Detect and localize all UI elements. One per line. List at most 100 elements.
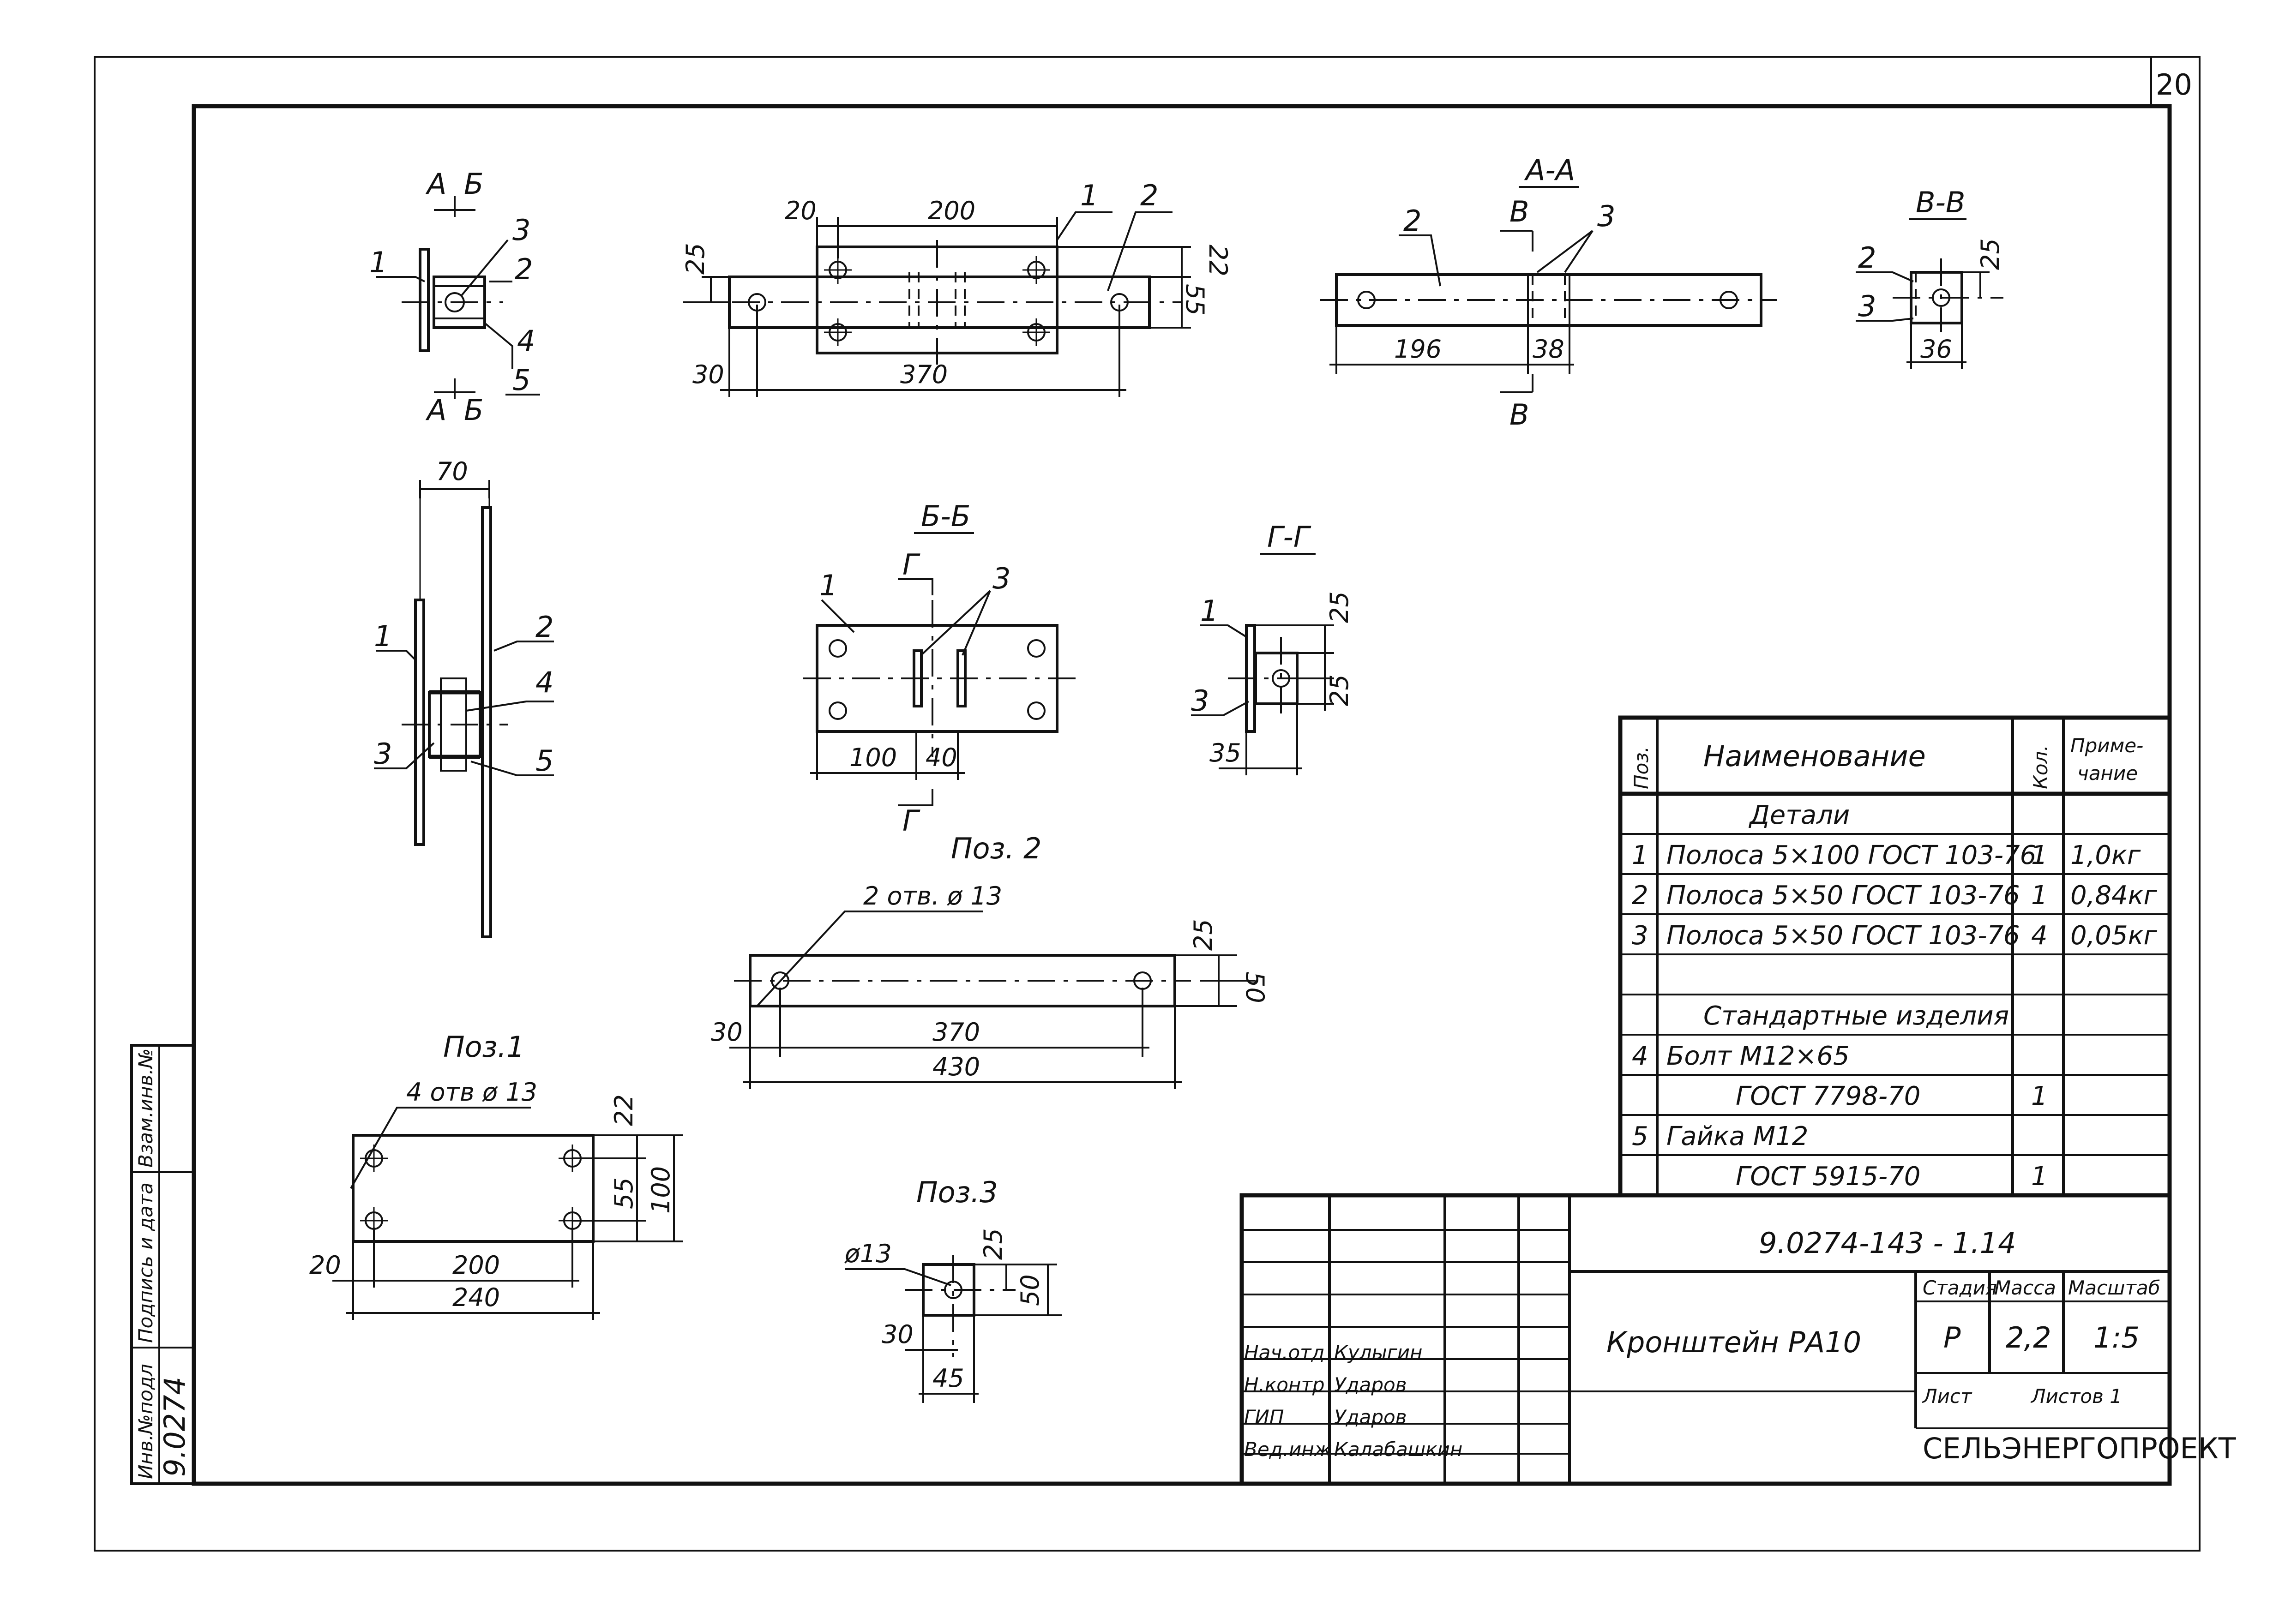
spec-header-note-2: чание — [2077, 762, 2138, 785]
spec-row-name: ГОСТ 7798-70 — [1736, 1081, 1920, 1111]
spec-row-name: Детали — [1748, 800, 1850, 830]
section-label-b-top: Б — [464, 167, 484, 201]
top-pos-1: 1 — [1080, 179, 1098, 212]
bb-dim-100: 100 — [849, 743, 897, 772]
section-label-a-bottom: А — [425, 393, 446, 427]
pos1-dim-100: 100 — [646, 1166, 675, 1214]
spec-row-name: Полоса 5×50 ГОСТ 103-76 — [1666, 881, 2020, 911]
spec-row-note: 0,84кг — [2070, 881, 2158, 911]
top-view: 20 200 25 22 55 30 370 1 2 — [681, 179, 1233, 397]
side-stamp: Инв.№подл Подпись и дата Взам.инв.№ 9.02… — [130, 1044, 195, 1485]
spec-row-qty: 1 — [2031, 1162, 2048, 1192]
section-gg: Г-Г 1 3 25 25 35 — [1191, 520, 1354, 775]
spec-header-name: Наименование — [1703, 739, 1926, 773]
pos2-holes-label: 2 отв. ø 13 — [863, 881, 1002, 911]
spec-row-pos: 4 — [1632, 1041, 1648, 1071]
pos2-dim-430: 430 — [932, 1052, 980, 1081]
pos3-dim-25: 25 — [979, 1228, 1008, 1260]
bb-section-g-bottom: Г — [902, 804, 920, 838]
spec-header-note: Приме- — [2070, 734, 2143, 757]
pos2-dim-25: 25 — [1189, 919, 1218, 951]
pos3-hole-label: ø13 — [844, 1239, 892, 1268]
stamp-inv-label: Инв.№подл — [134, 1364, 157, 1479]
section-vv: В-В 2 3 25 36 — [1856, 186, 2005, 369]
spec-row-pos: 3 — [1632, 921, 1648, 951]
signatory-role: ГИП — [1244, 1406, 1284, 1428]
signatory-role: Нач.отд — [1244, 1341, 1325, 1364]
organization-name: СЕЛЬЭНЕРГОПРОЕКТ — [1923, 1432, 2237, 1465]
signatory-name: Калабашкин — [1334, 1438, 1462, 1461]
pos3-dim-50: 50 — [1016, 1274, 1045, 1306]
spec-row-pos: 5 — [1632, 1121, 1648, 1151]
sheets-label: Листов 1 — [2030, 1385, 2122, 1408]
pos3-detail: Поз.3 ø13 25 50 30 45 — [844, 1175, 1062, 1403]
section-bb: Б-Б 1 3 Г 100 40 Г — [803, 499, 1076, 838]
document-code: 9.0274-143 - 1.14 — [1759, 1226, 2016, 1260]
spec-table: Поз. Наименование Кол. Приме- чание Дета… — [1618, 715, 2172, 1198]
pos1-holes-label: 4 отв ø 13 — [406, 1078, 537, 1107]
pos1-dim-22: 22 — [609, 1094, 638, 1126]
spec-row-qty: 1 — [2031, 881, 2048, 911]
pos2-dim-50: 50 — [1240, 971, 1269, 1003]
vv-title: В-В — [1916, 186, 1965, 219]
section-aa: А-А 2 3 В 196 38 В — [1320, 153, 1777, 431]
pos1-dim-20: 20 — [309, 1251, 341, 1280]
front-dim-70: 70 — [436, 457, 468, 486]
pos3-dim-45: 45 — [932, 1364, 964, 1393]
top-pos-2: 2 — [1140, 179, 1158, 212]
spec-row-name: Гайка М12 — [1666, 1121, 1808, 1151]
top-dim-55: 55 — [1180, 284, 1209, 316]
bb-dim-40: 40 — [926, 743, 957, 772]
vv-pos-3: 3 — [1858, 289, 1876, 323]
pos2-dim-30: 30 — [711, 1018, 743, 1047]
top-dim-20: 20 — [785, 196, 817, 225]
aa-section-v-bottom: В — [1509, 398, 1529, 431]
side-pos-1: 1 — [369, 246, 387, 279]
stamp-sign-label: Подпись и дата — [134, 1182, 157, 1343]
spec-row-name: Полоса 5×50 ГОСТ 103-76 — [1666, 921, 2020, 951]
top-dim-30: 30 — [692, 360, 724, 389]
pos1-dim-240: 240 — [452, 1283, 500, 1312]
spec-row-note: 0,05кг — [2070, 921, 2158, 951]
section-label-a-top: А — [425, 167, 446, 201]
spec-row-pos: 2 — [1632, 881, 1648, 911]
aa-dim-38: 38 — [1533, 335, 1564, 364]
signatory-role: Н.контр — [1244, 1373, 1325, 1396]
signatory-name: Ударов — [1334, 1373, 1407, 1396]
stage-label: Стадия — [1923, 1276, 1997, 1299]
gg-title: Г-Г — [1267, 520, 1311, 554]
mass-value: 2,2 — [2006, 1321, 2051, 1354]
bb-pos-3: 3 — [992, 562, 1010, 595]
spec-row-name: Полоса 5×100 ГОСТ 103-76 — [1666, 840, 2036, 870]
side-pos-3: 3 — [512, 213, 530, 247]
vv-pos-2: 2 — [1858, 241, 1876, 275]
signatory-name: Кулыгин — [1334, 1341, 1423, 1364]
front-view: 70 1 2 4 3 5 — [374, 457, 554, 938]
sheet-number: 20 — [2156, 68, 2192, 102]
spec-row-name: Болт М12×65 — [1666, 1041, 1850, 1071]
scale-value: 1:5 — [2093, 1321, 2140, 1354]
gg-dim-25b: 25 — [1325, 674, 1354, 706]
side-pos-5: 5 — [512, 363, 530, 397]
stamp-inv-value: 9.0274 — [158, 1377, 192, 1477]
front-pos-5: 5 — [535, 744, 553, 778]
spec-row-qty: 4 — [2031, 921, 2048, 951]
top-dim-200: 200 — [928, 196, 975, 225]
pos1-dim-200: 200 — [452, 1251, 500, 1280]
spec-row-qty: 1 — [2031, 840, 2048, 870]
pos1-title: Поз.1 — [443, 1030, 525, 1064]
pos2-title: Поз. 2 — [951, 832, 1041, 865]
title-block: 9.0274-143 - 1.14 Кронштейн РА10 Стадия … — [1239, 1193, 2237, 1486]
spec-header-qty: Кол. — [2029, 745, 2052, 789]
aa-section-v-top: В — [1509, 195, 1529, 228]
aa-dim-196: 196 — [1394, 335, 1442, 364]
bb-section-g-top: Г — [902, 548, 920, 581]
front-pos-2: 2 — [535, 610, 553, 644]
bb-title: Б-Б — [921, 499, 970, 533]
aa-pos-3: 3 — [1597, 199, 1615, 233]
aa-pos-2: 2 — [1403, 204, 1421, 238]
signatory-name: Ударов — [1334, 1406, 1407, 1428]
bb-pos-1: 1 — [819, 569, 837, 602]
vv-dim-36: 36 — [1920, 335, 1952, 364]
